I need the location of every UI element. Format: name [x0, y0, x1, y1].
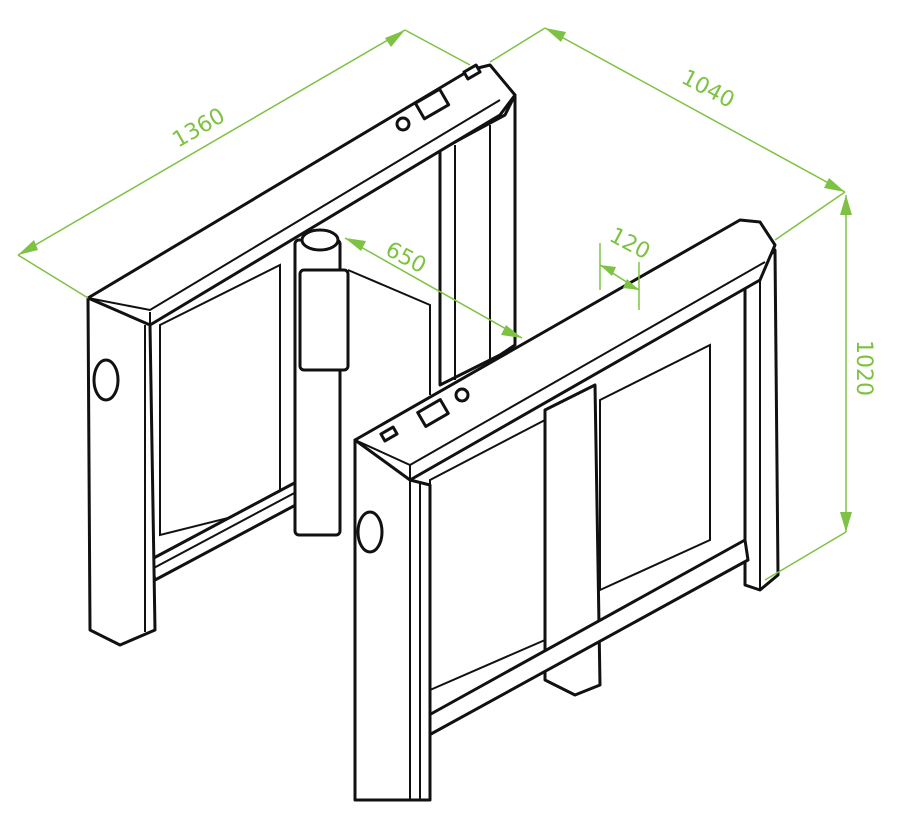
swing-door-panel: [347, 269, 431, 395]
right-glass-panel-2: [599, 343, 711, 592]
card-reader-icon: [413, 87, 451, 121]
left-sensor-icon: [92, 358, 120, 402]
right-back-post: [743, 248, 780, 592]
dimension-1040: 1040: [489, 27, 846, 241]
left-lower-rail: [148, 478, 307, 582]
left-cabinet: [86, 63, 517, 647]
dim-label-120: 120: [605, 223, 654, 265]
indicator-icon: [395, 116, 411, 132]
right-front-post: [353, 438, 432, 802]
right-middle-post: [543, 383, 602, 697]
dimension-1020: 1020: [764, 195, 876, 581]
dim-label-1360: 1360: [169, 104, 230, 154]
card-reader-icon-2: [416, 398, 450, 428]
right-sensor-icon: [356, 510, 384, 554]
dim-label-1020: 1020: [851, 340, 876, 396]
right-cabinet: [353, 218, 780, 802]
indicator-icon-2: [454, 387, 470, 403]
dim-label-1040: 1040: [677, 65, 738, 113]
left-back-post: [438, 93, 517, 387]
right-glass-panel-1: [429, 418, 546, 692]
